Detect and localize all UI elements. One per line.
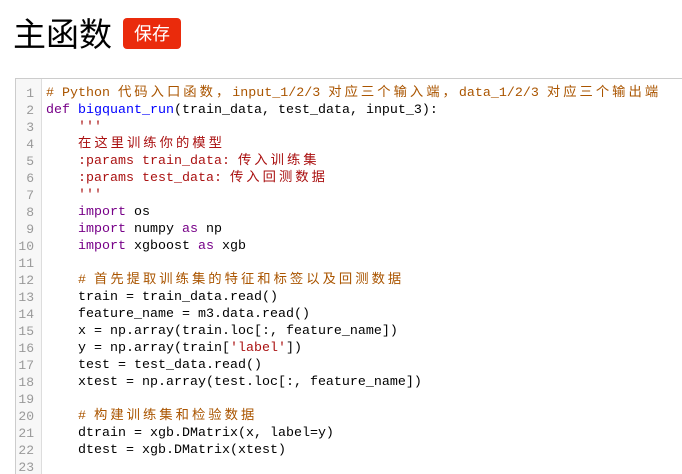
cjk-text: 传入回测数据 — [229, 171, 328, 186]
line-number-15: 15 — [18, 324, 34, 339]
save-button[interactable]: 保存 — [123, 18, 181, 49]
code-line-14[interactable]: feature_name = m3.data.read() — [46, 306, 682, 323]
line-number-13: 13 — [18, 290, 34, 305]
code-line-3[interactable]: ''' — [46, 119, 682, 136]
code-line-20[interactable]: # 构建训练集和检验数据 — [46, 408, 682, 425]
line-number-2: 2 — [26, 103, 34, 118]
token-plain: xtest = np.array(test.loc[:, feature_nam… — [46, 375, 422, 390]
code-line-13[interactable]: train = train_data.read() — [46, 289, 682, 306]
code-line-6[interactable]: :params test_data: 传入回测数据 — [46, 170, 682, 187]
token-plain: feature_name = m3.data.read() — [46, 307, 310, 322]
token-plain: xgboost — [126, 239, 198, 254]
token-string: 在这里训练你的模型 — [46, 137, 225, 152]
token-plain: test = test_data.read() — [46, 358, 262, 373]
cjk-text: 在这里训练你的模型 — [78, 137, 225, 152]
code-line-9[interactable]: import numpy as np — [46, 221, 682, 238]
line-number-14: 14 — [18, 307, 34, 322]
token-plain: xgb — [213, 239, 246, 254]
line-number-3: 3 — [26, 120, 34, 135]
line-number-18: 18 — [18, 375, 34, 390]
token-plain: dtrain = xgb.DMatrix(x, label=y) — [46, 426, 334, 441]
code-line-16[interactable]: y = np.array(train['label']) — [46, 340, 682, 357]
token-def: bigquant_run — [78, 103, 174, 118]
code-line-11[interactable] — [46, 255, 682, 272]
editor-code-area[interactable]: # Python 代码入口函数，input_1/2/3 对应三个输入端，data… — [42, 79, 682, 474]
token-string: ''' — [46, 188, 102, 203]
page-title: 主函数 — [13, 16, 112, 53]
token-keyword: import — [78, 205, 126, 220]
token-keyword: import — [78, 239, 126, 254]
code-line-10[interactable]: import xgboost as xgb — [46, 238, 682, 255]
token-keyword: as — [182, 222, 198, 237]
token-plain — [70, 103, 78, 118]
code-line-22[interactable]: dtest = xgb.DMatrix(xtest) — [46, 442, 682, 459]
token-comment: # Python 代码入口函数，input_1/2/3 对应三个输入端，data… — [46, 86, 662, 101]
cjk-text: 对应三个输入端， — [328, 86, 459, 101]
token-plain: np — [198, 222, 222, 237]
token-string: :params train_data: 传入训练集 — [46, 154, 320, 169]
line-number-23: 23 — [18, 460, 34, 474]
token-keyword: import — [78, 222, 126, 237]
token-plain: (train_data, test_data, input_3): — [173, 103, 438, 118]
line-number-9: 9 — [26, 222, 34, 237]
token-plain: y = np.array(train[ — [46, 341, 230, 356]
line-number-10: 10 — [18, 239, 34, 254]
token-comment: # 首先提取训练集的特征和标签以及回测数据 — [78, 273, 405, 288]
line-number-12: 12 — [18, 273, 34, 288]
line-number-5: 5 — [26, 154, 34, 169]
token-comment: # 构建训练集和检验数据 — [78, 409, 258, 424]
token-plain — [46, 205, 78, 220]
line-number-1: 1 — [26, 86, 34, 101]
code-line-21[interactable]: dtrain = xgb.DMatrix(x, label=y) — [46, 425, 682, 442]
token-string: ''' — [46, 120, 102, 135]
line-number-20: 20 — [18, 409, 34, 424]
token-keyword: def — [46, 103, 70, 118]
code-line-23[interactable] — [46, 459, 682, 474]
line-number-16: 16 — [18, 341, 34, 356]
line-number-11: 11 — [18, 256, 34, 271]
cjk-text: 代码入口函数， — [117, 86, 233, 101]
code-line-8[interactable]: import os — [46, 204, 682, 221]
line-number-8: 8 — [26, 205, 34, 220]
line-number-4: 4 — [26, 137, 34, 152]
token-plain — [46, 222, 78, 237]
token-plain — [46, 409, 78, 424]
line-number-21: 21 — [18, 426, 34, 441]
code-line-15[interactable]: x = np.array(train.loc[:, feature_name]) — [46, 323, 682, 340]
code-line-19[interactable] — [46, 391, 682, 408]
token-plain — [46, 273, 78, 288]
line-number-17: 17 — [18, 358, 34, 373]
code-line-18[interactable]: xtest = np.array(test.loc[:, feature_nam… — [46, 374, 682, 391]
cjk-text: 首先提取训练集的特征和标签以及回测数据 — [94, 273, 405, 288]
token-plain: ]) — [285, 341, 302, 356]
token-plain: train = train_data.read() — [46, 290, 278, 305]
line-number-6: 6 — [26, 171, 34, 186]
code-line-1[interactable]: # Python 代码入口函数，input_1/2/3 对应三个输入端，data… — [46, 85, 682, 102]
line-number-22: 22 — [18, 443, 34, 458]
token-string: 'label' — [229, 341, 286, 356]
cjk-text: 传入训练集 — [237, 154, 320, 169]
token-keyword: as — [197, 239, 214, 254]
cjk-text: 对应三个输出端 — [546, 86, 662, 101]
code-line-2[interactable]: def bigquant_run(train_data, test_data, … — [46, 102, 682, 119]
token-plain: x = np.array(train.loc[:, feature_name]) — [46, 324, 398, 339]
code-line-4[interactable]: 在这里训练你的模型 — [46, 136, 682, 153]
token-string: :params test_data: 传入回测数据 — [46, 171, 328, 186]
cjk-text: 构建训练集和检验数据 — [94, 409, 258, 424]
code-line-17[interactable]: test = test_data.read() — [46, 357, 682, 374]
line-number-7: 7 — [26, 188, 34, 203]
code-line-5[interactable]: :params train_data: 传入训练集 — [46, 153, 682, 170]
code-line-12[interactable]: # 首先提取训练集的特征和标签以及回测数据 — [46, 272, 682, 289]
token-plain: os — [126, 205, 150, 220]
line-number-19: 19 — [18, 392, 34, 407]
code-line-7[interactable]: ''' — [46, 187, 682, 204]
token-plain — [46, 239, 78, 254]
token-plain: dtest = xgb.DMatrix(xtest) — [46, 443, 286, 458]
token-plain: numpy — [126, 222, 182, 237]
